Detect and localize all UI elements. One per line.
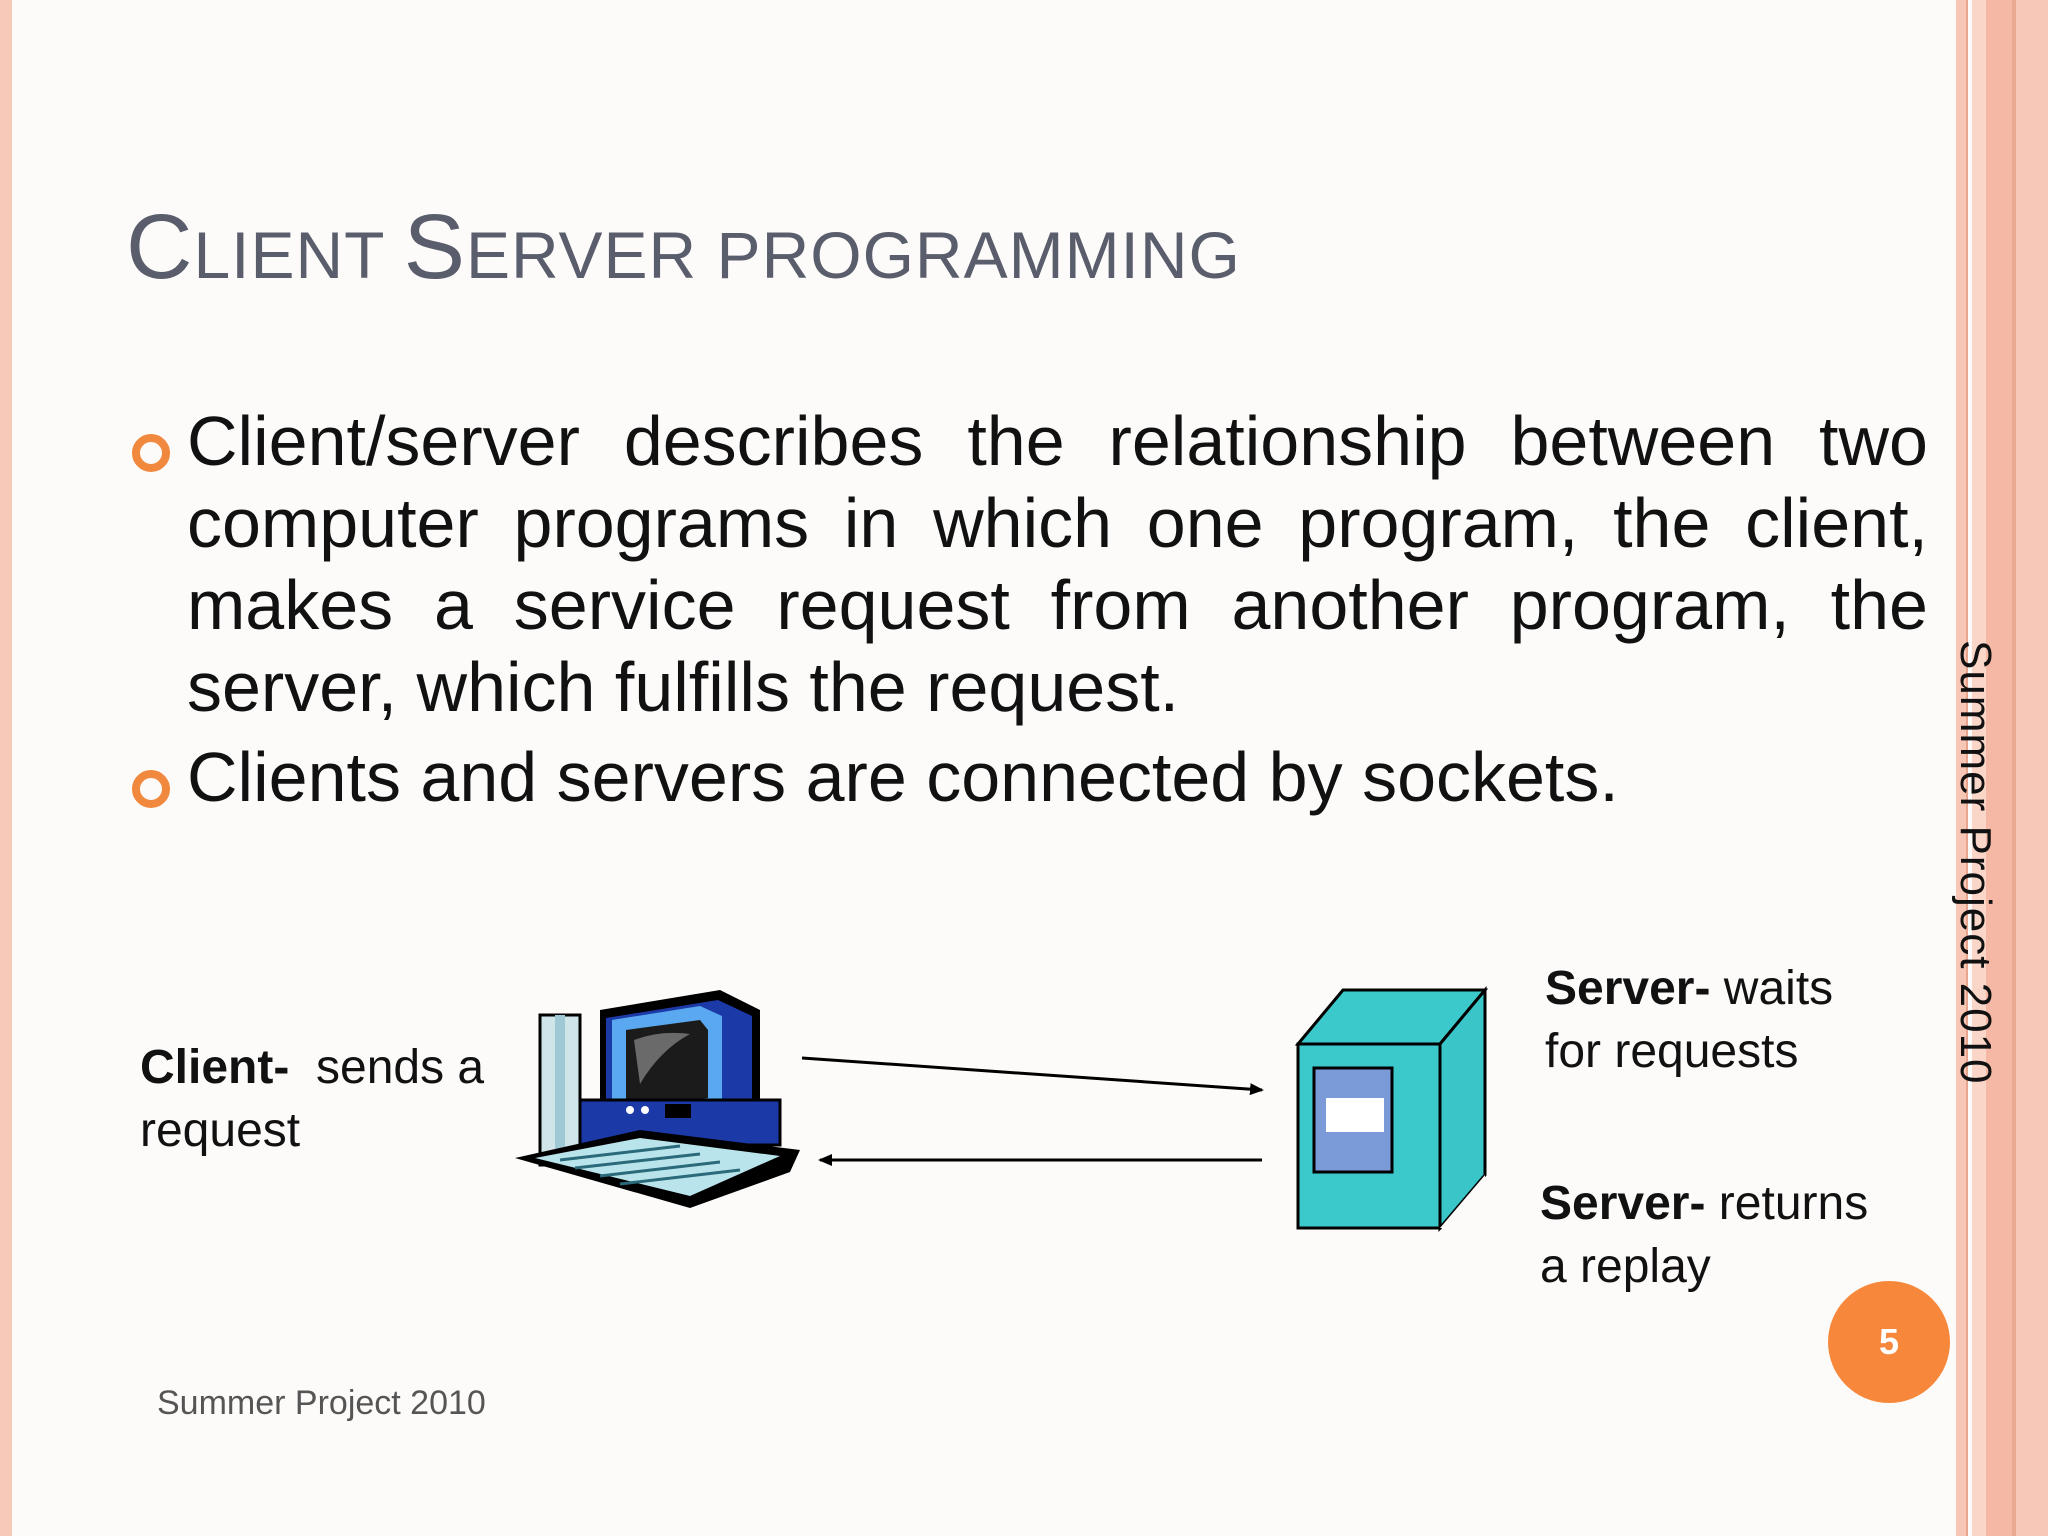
client-label: Client- sends a request [140,1041,485,1157]
bullet-text: Clients and servers are connected by soc… [187,738,1619,816]
decor-stripe [1956,0,1966,1536]
vertical-footer-text: Summer Project 2010 [1951,640,2000,1085]
request-arrow [801,1056,1264,1096]
server-reply-label: Server- returns a replay [1540,1177,1869,1293]
decor-stripe [0,0,12,1536]
bullet-text: Client/server describes the relationship… [187,402,1928,726]
bullet-ring-icon [132,434,170,472]
decor-stripe [1986,0,2012,1536]
footer-text: Summer Project 2010 [157,1384,486,1422]
page-number-badge: 5 [1828,1281,1950,1403]
decor-stripe [1972,0,1986,1536]
bullet-ring-icon [132,770,170,808]
decor-stripe [1966,0,1968,1536]
decor-stripe [2016,0,2048,1536]
server-wait-label: Server- waits for requests [1545,962,1834,1078]
decor-stripe [2012,0,2016,1536]
bullet-item: Clients and servers are connected by soc… [128,736,1928,818]
bullet-item: Client/server describes the relationship… [128,400,1928,728]
server-icon [1294,985,1489,1233]
slide-title: Client Server programming [126,196,1241,298]
computer-icon [515,990,800,1208]
bullet-list: Client/server describes the relationship… [128,400,1928,826]
